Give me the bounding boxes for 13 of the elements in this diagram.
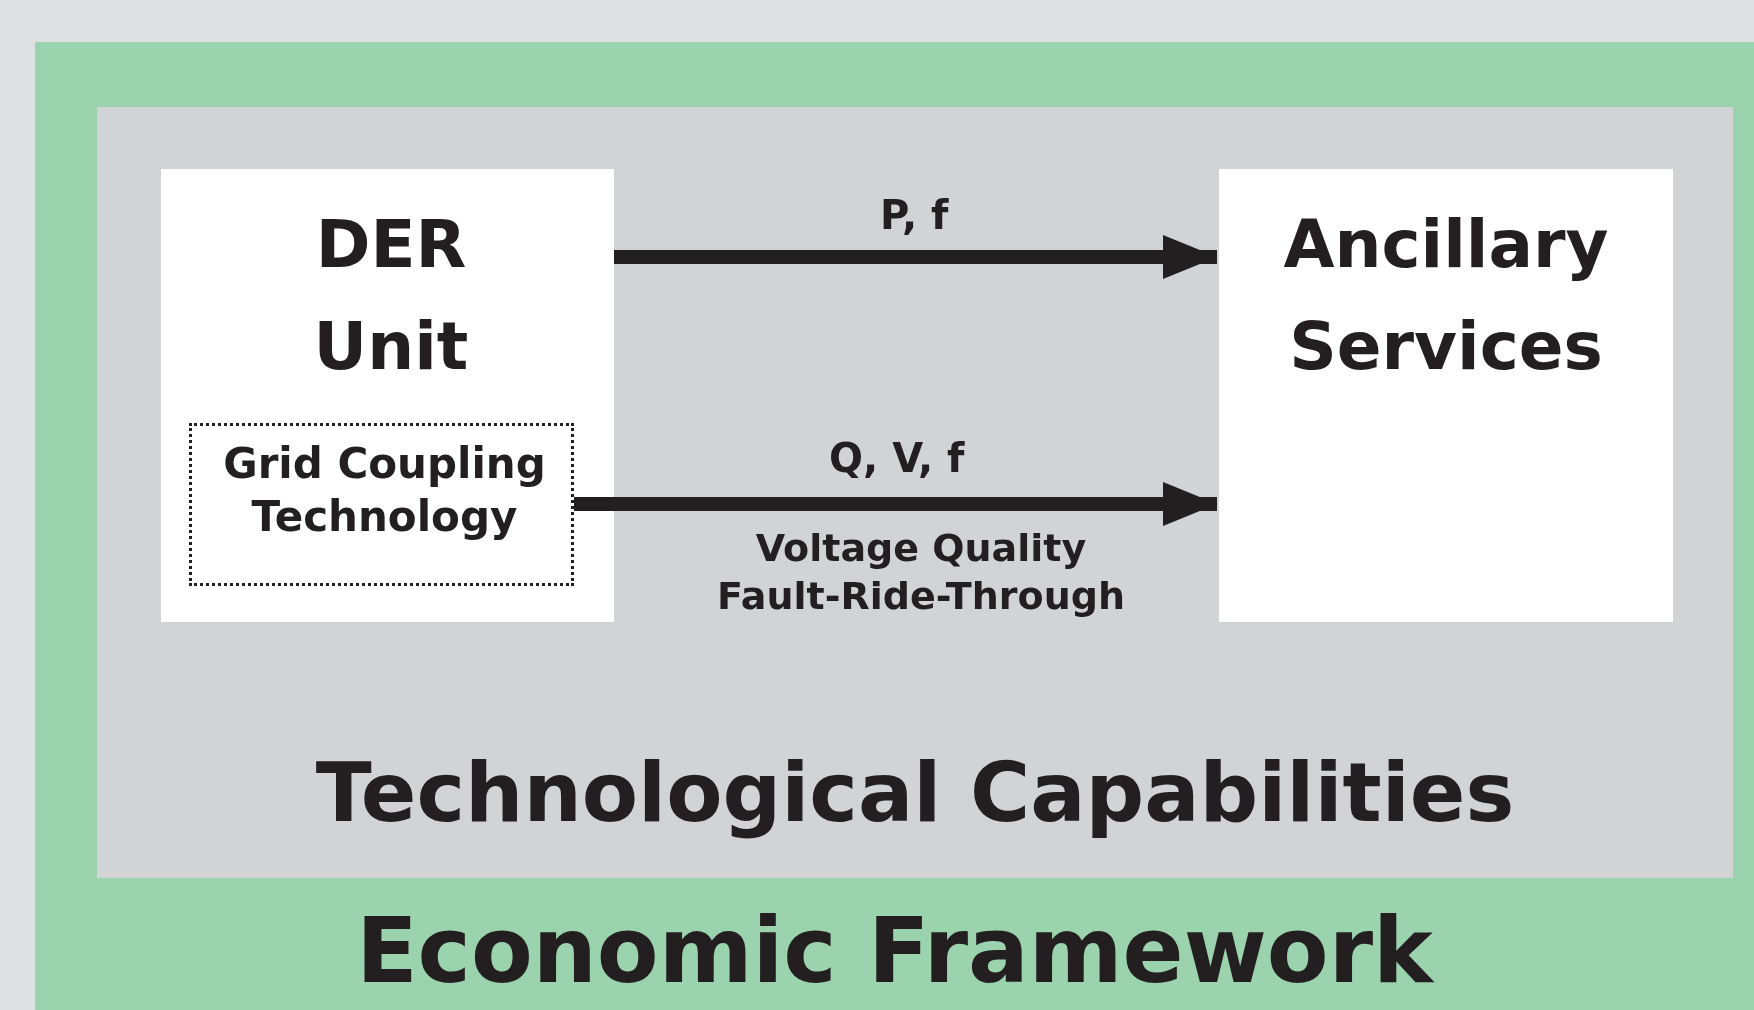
arrow (574, 482, 1217, 526)
box-title: DER Unit (312, 205, 470, 388)
coupling-box (189, 423, 574, 586)
box-title: Grid Coupling Technology (222, 438, 547, 543)
box-title: Ancillary Services (1282, 205, 1610, 388)
capabilities-panel (97, 107, 1733, 878)
box-title: Economic Framework (355, 897, 1435, 1005)
capability-note: Voltage Quality Fault-Ride-Through (716, 525, 1126, 620)
framework-band (35, 42, 1754, 1010)
arrow (614, 235, 1217, 279)
unit-box (161, 169, 614, 622)
services-box (1219, 169, 1673, 622)
box-title: Technological Capabilities (314, 744, 1516, 842)
